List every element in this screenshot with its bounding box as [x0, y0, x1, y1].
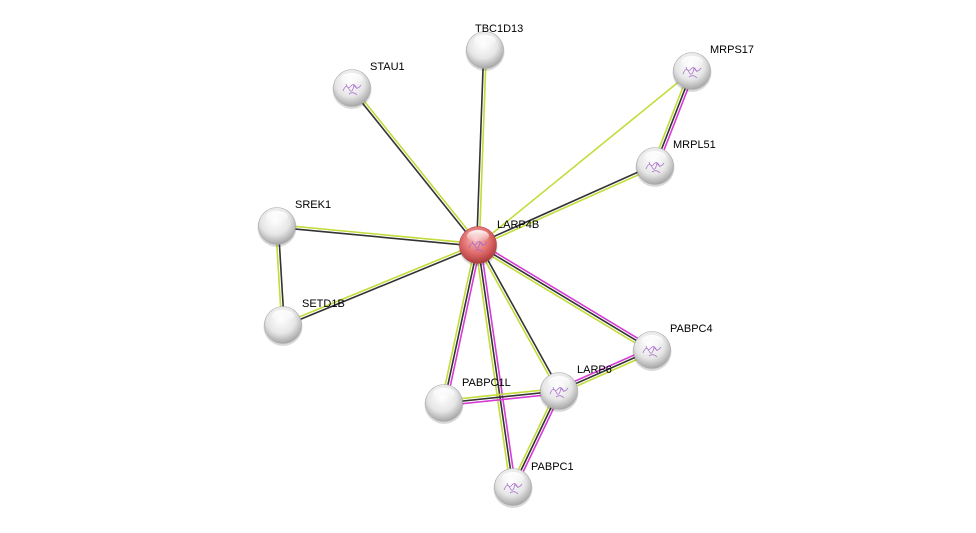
- node-stau1[interactable]: STAU1: [332, 61, 405, 109]
- edge-channel-coexpression: [477, 244, 514, 488]
- protein-structure-icon: [342, 83, 362, 96]
- edge-channel-coexpression: [350, 88, 478, 247]
- node-tbc1d13[interactable]: TBC1D13: [465, 23, 524, 71]
- edge-channel-coexpression: [443, 390, 560, 404]
- edge-channel-coexpression: [477, 244, 653, 351]
- protein-structure-icon: [549, 386, 569, 399]
- edge-channel-experiments: [444, 392, 560, 407]
- protein-structure-icon: [682, 66, 702, 79]
- node-mrpl51[interactable]: MRPL51: [635, 139, 716, 187]
- node-label: TBC1D13: [475, 23, 523, 35]
- protein-structure-icon: [468, 240, 488, 253]
- node-label: SREK1: [295, 199, 331, 211]
- edge-channel-textmining: [477, 70, 693, 246]
- node-label: STAU1: [370, 61, 405, 73]
- node-highlight: [502, 472, 524, 484]
- edge-larp4b-pabpc1l[interactable]: [440, 244, 482, 404]
- edges-layer: [274, 49, 696, 489]
- node-highlight: [467, 230, 489, 242]
- node-setd1b[interactable]: SETD1B: [263, 298, 345, 346]
- edge-channel-experiments: [478, 242, 654, 349]
- node-highlight: [341, 73, 363, 85]
- edge-larp4b-pabpc1[interactable]: [474, 244, 517, 488]
- node-srek1[interactable]: SREK1: [257, 199, 332, 247]
- edge-channel-textmining: [476, 246, 652, 353]
- node-highlight: [433, 388, 455, 400]
- node-label: PABPC1L: [462, 377, 511, 389]
- edge-channel-textmining: [277, 223, 479, 245]
- node-highlight: [548, 376, 570, 388]
- edge-channel-coexpression: [477, 164, 655, 245]
- node-highlight: [474, 35, 496, 47]
- node-highlight: [681, 56, 703, 68]
- edge-channel-textmining: [474, 245, 512, 488]
- node-label: LARP6: [577, 364, 612, 376]
- edge-channel-experiments: [445, 245, 482, 404]
- node-label: PABPC1: [531, 461, 574, 473]
- protein-structure-icon: [642, 345, 662, 358]
- node-pabpc1l[interactable]: PABPC1L: [424, 377, 511, 424]
- node-label: SETD1B: [302, 298, 345, 310]
- edge-larp6-pabpc1l[interactable]: [443, 387, 560, 407]
- edge-larp4b-stau1[interactable]: [350, 86, 480, 247]
- edge-larp4b-mrps17[interactable]: [477, 70, 693, 246]
- node-pabpc4[interactable]: PABPC4: [632, 323, 713, 371]
- node-label: MRPL51: [673, 139, 716, 151]
- edge-larp4b-mrpl51[interactable]: [477, 164, 656, 247]
- edge-channel-coexpression: [443, 244, 479, 404]
- edge-channel-textmining: [476, 245, 559, 393]
- edge-channel-textmining: [282, 243, 478, 325]
- edge-channel-coexpression: [475, 49, 485, 245]
- node-pabpc1[interactable]: PABPC1: [493, 461, 574, 508]
- edge-larp4b-setd1b[interactable]: [282, 243, 479, 327]
- edge-channel-coexpression: [276, 226, 478, 248]
- node-highlight: [641, 335, 663, 347]
- edge-channel-coexpression: [283, 245, 479, 327]
- node-label: PABPC4: [670, 323, 713, 335]
- node-highlight: [266, 211, 288, 223]
- edge-channel-coexpression: [478, 243, 561, 391]
- edge-channel-textmining: [443, 387, 559, 402]
- node-mrps17[interactable]: MRPS17: [672, 44, 755, 92]
- edge-channel-textmining: [440, 244, 477, 403]
- edge-channel-experiments: [479, 244, 517, 487]
- node-label: MRPS17: [710, 44, 754, 56]
- protein-structure-icon: [645, 161, 665, 174]
- edge-larp4b-srek1[interactable]: [276, 223, 479, 248]
- node-highlight: [272, 310, 294, 322]
- node-highlight: [644, 151, 666, 163]
- edge-larp4b-tbc1d13[interactable]: [475, 49, 488, 246]
- protein-structure-icon: [503, 482, 523, 495]
- node-larp6[interactable]: LARP6: [539, 364, 612, 412]
- edge-larp4b-larp6[interactable]: [476, 243, 561, 393]
- node-label: LARP4B: [497, 219, 539, 231]
- edge-channel-textmining: [352, 86, 480, 245]
- node-larp4b[interactable]: LARP4B: [458, 219, 540, 266]
- edge-larp4b-pabpc4[interactable]: [476, 242, 654, 353]
- edge-channel-textmining: [478, 166, 656, 247]
- edge-channel-textmining: [478, 50, 488, 246]
